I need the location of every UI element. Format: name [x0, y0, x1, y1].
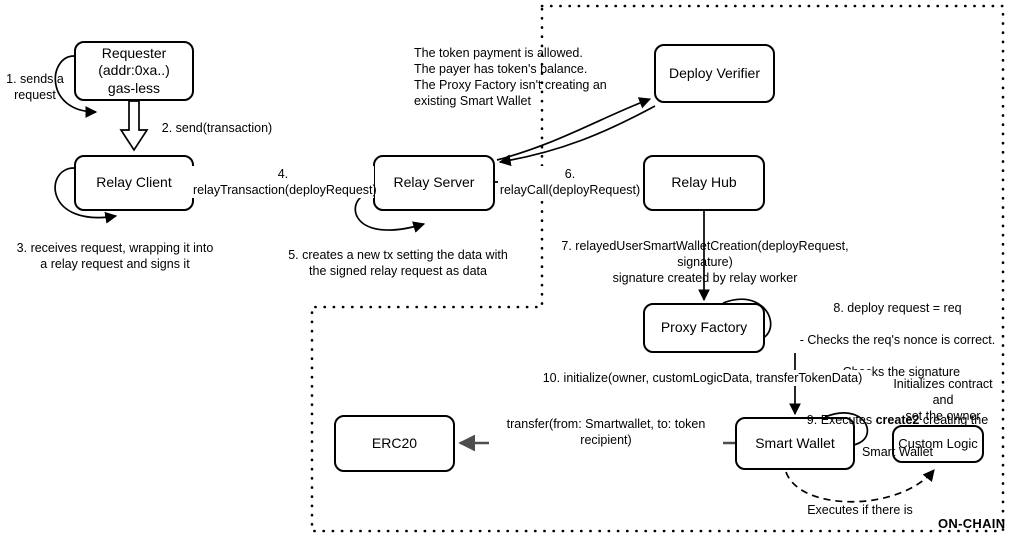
annotation-step-5: 5. creates a new tx setting the data wit…	[288, 248, 508, 278]
node-erc20[interactable]: ERC20	[334, 415, 455, 472]
edge-label-transfer: transfer(from: Smartwallet, to: token re…	[489, 416, 723, 448]
annotation-initializes-contract: Initializes contract and set the owner	[893, 377, 993, 423]
node-deploy-verifier[interactable]: Deploy Verifier	[654, 44, 775, 103]
annotation-step-1: 1. sends a request	[6, 72, 64, 102]
edge-label-step-2: 2. send(transaction)	[151, 120, 283, 136]
annotation-executes-if-there-is: Executes if there is	[807, 503, 913, 517]
annotation-step-9-line-1: 9. Executes create2 creating the	[790, 396, 1005, 428]
edge-deploy-verifier-to-relay-server	[498, 105, 656, 167]
annotation-step-8-line-1: 8. deploy request = req	[833, 301, 962, 315]
edge-label-step-10: 10. initialize(owner, customLogicData, t…	[534, 370, 871, 386]
node-proxy-factory-label: Proxy Factory	[660, 319, 748, 336]
node-requester-label: Requester (addr:0xa..) gas-less	[98, 44, 170, 96]
on-chain-boundary	[310, 4, 1005, 533]
annotation-step-9-prefix: 9. Executes	[806, 413, 876, 427]
node-relay-server-label: Relay Server	[393, 174, 475, 191]
node-requester[interactable]: Requester (addr:0xa..) gas-less	[74, 41, 194, 101]
edge-requester-to-relay-client	[119, 100, 149, 152]
annotation-step-9-bold: create2	[875, 413, 920, 427]
node-relay-client-label: Relay Client	[96, 174, 172, 191]
edge-label-step-4: 4. relayTransaction(deployRequest)	[192, 166, 377, 198]
node-relay-server[interactable]: Relay Server	[373, 155, 495, 211]
annotation-step-7: 7. relayedUserSmartWalletCreation(deploy…	[561, 239, 849, 285]
node-relay-hub[interactable]: Relay Hub	[643, 155, 765, 211]
node-custom-logic-label: Custom Logic	[898, 435, 978, 451]
edge-label-step-6: 6. relayCall(deployRequest)	[498, 166, 642, 198]
edge-requester-self	[54, 55, 98, 118]
annotation-step-9-suffix: creating the	[919, 413, 989, 427]
node-custom-logic[interactable]: Custom Logic	[892, 425, 984, 463]
edge-smart-wallet-to-custom-logic	[785, 469, 935, 503]
annotation-deploy-verifier-checks: The token payment is allowed. The payer …	[414, 46, 607, 108]
node-proxy-factory[interactable]: Proxy Factory	[643, 303, 765, 353]
annotation-step-9-line-2: Smart Wallet	[861, 445, 934, 459]
annotation-step-3: 3. receives request, wrapping it into a …	[16, 241, 214, 271]
edge-relay-server-to-deploy-verifier	[496, 97, 652, 161]
annotation-step-8-line-2: - Checks the req's nonce is correct.	[799, 333, 996, 347]
node-relay-client[interactable]: Relay Client	[74, 155, 194, 211]
node-erc20-label: ERC20	[371, 434, 418, 451]
on-chain-label: ON-CHAIN	[938, 516, 1006, 531]
edge-relay-client-self	[54, 167, 118, 224]
node-smart-wallet[interactable]: Smart Wallet	[735, 417, 855, 470]
node-deploy-verifier-label: Deploy Verifier	[668, 64, 761, 81]
node-smart-wallet-label: Smart Wallet	[755, 434, 835, 451]
node-relay-hub-label: Relay Hub	[671, 174, 737, 191]
